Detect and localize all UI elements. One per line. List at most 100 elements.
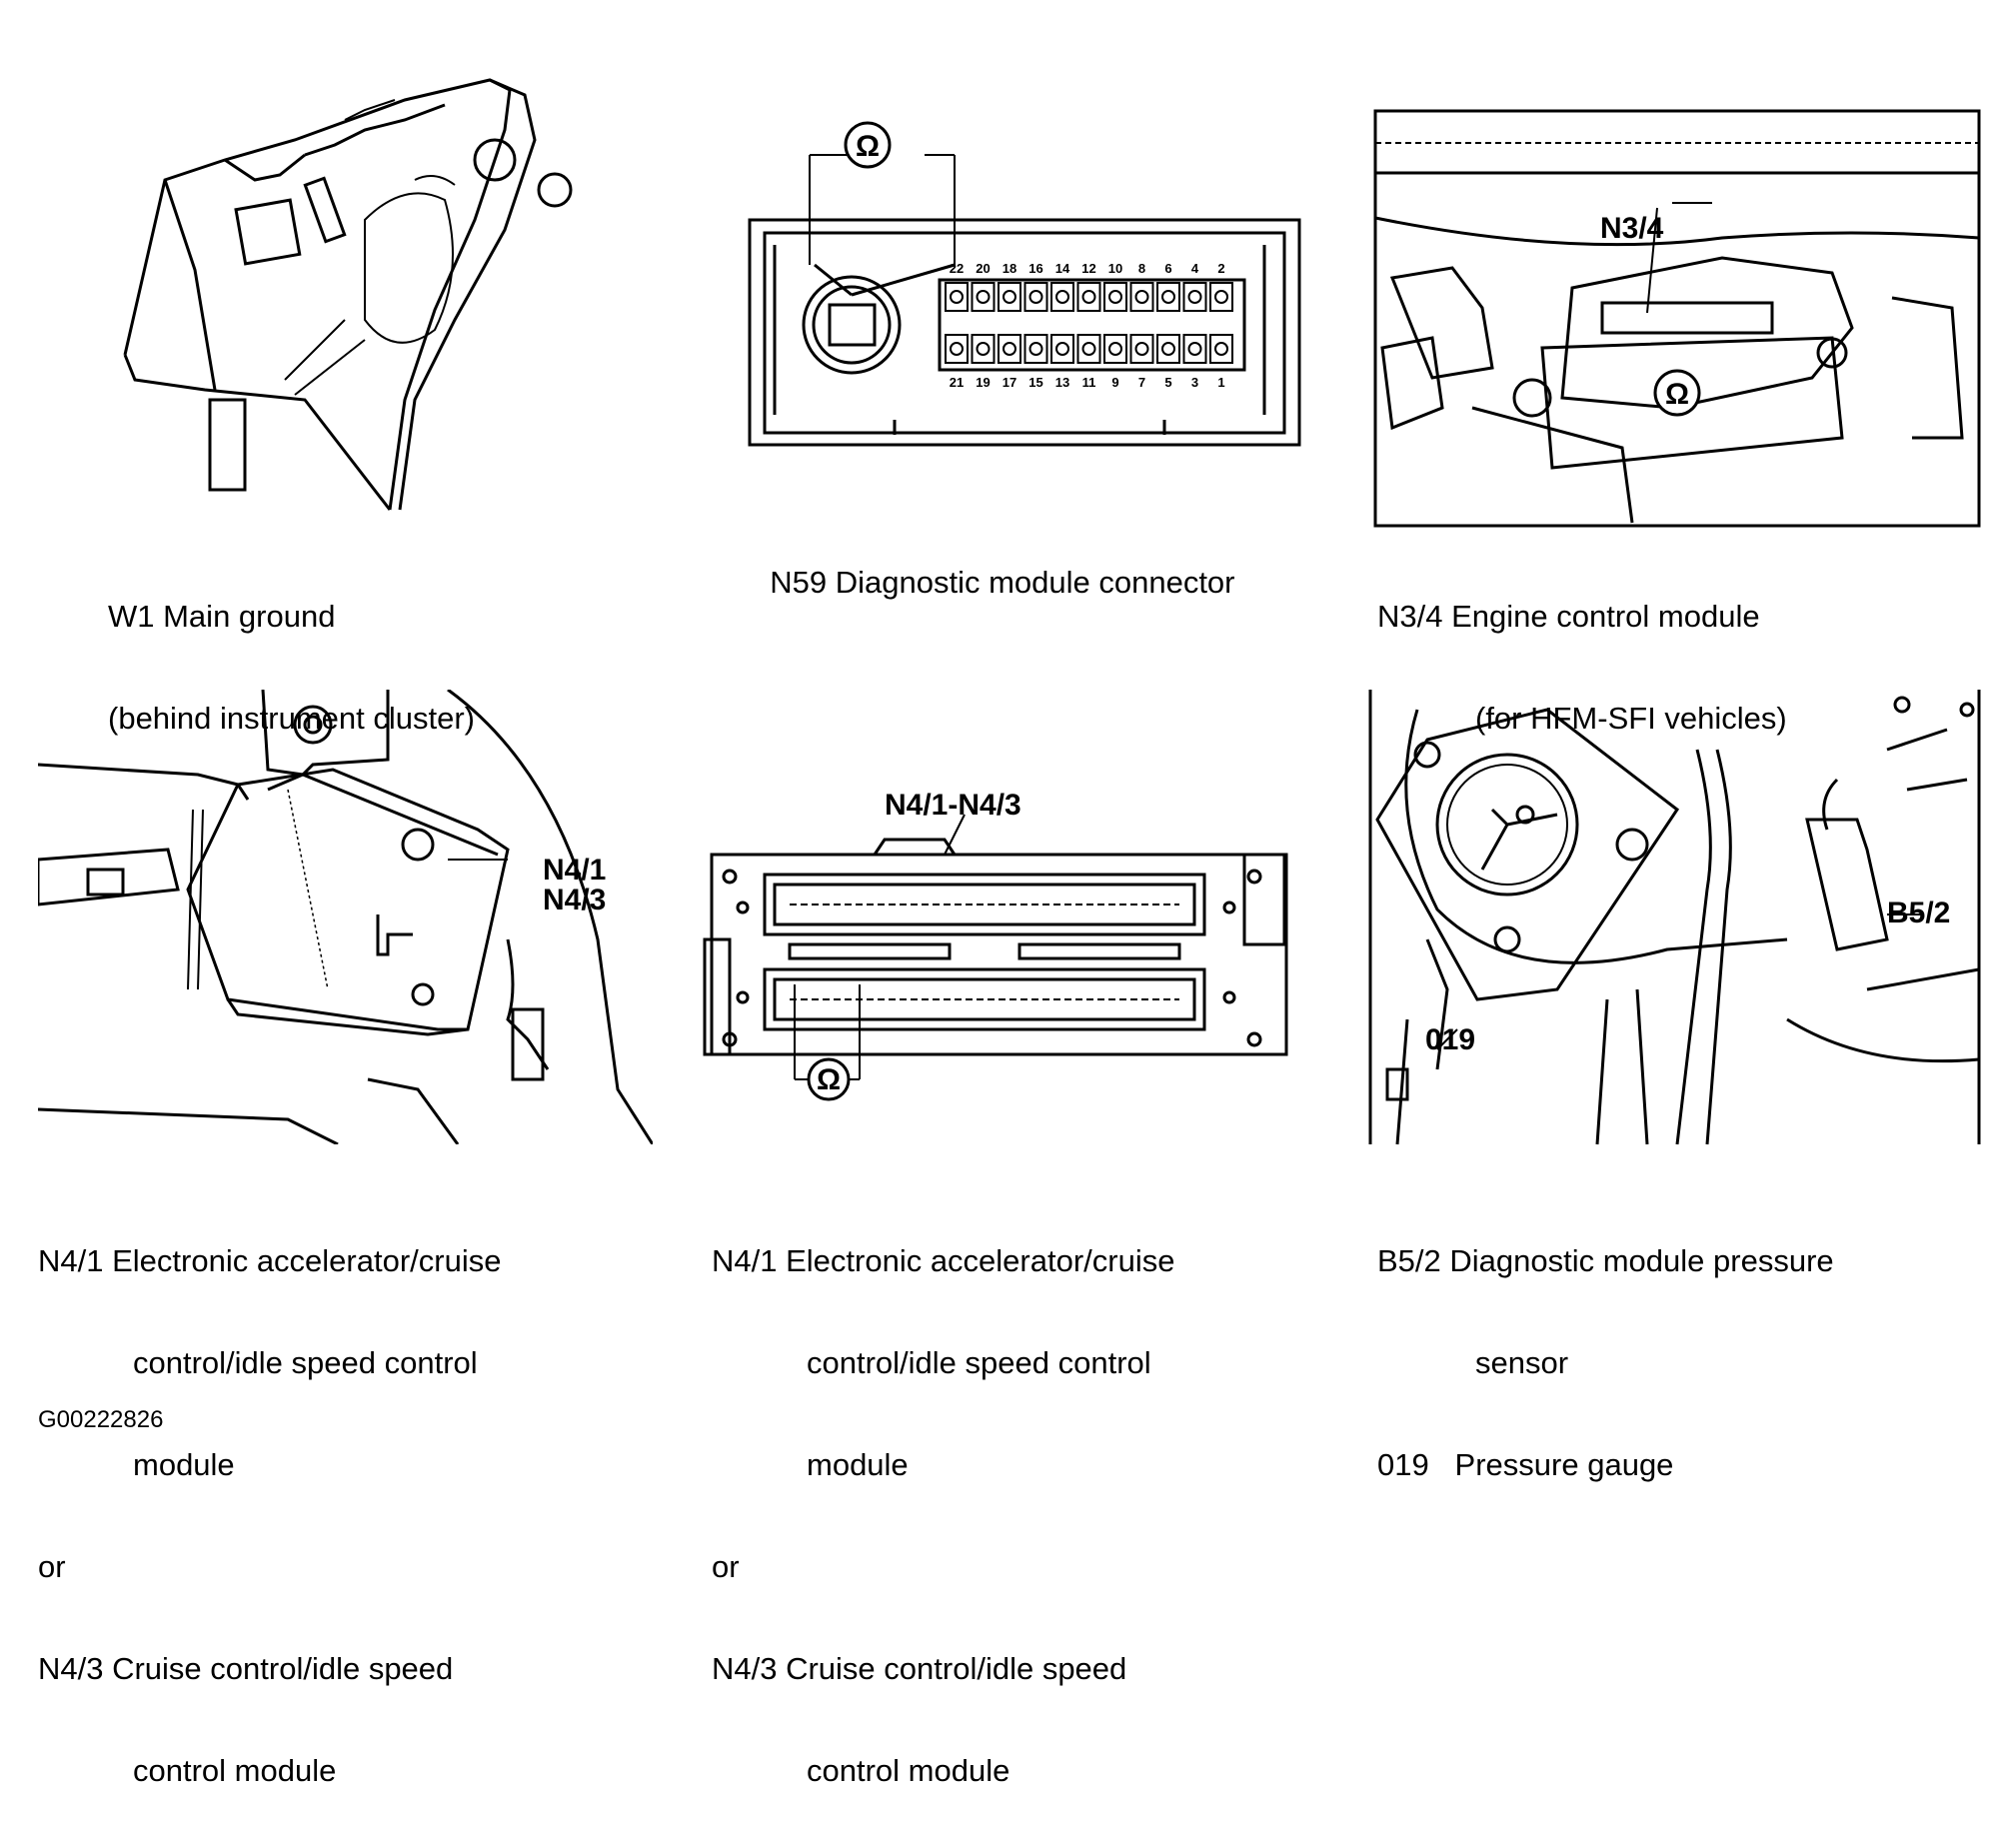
n34-caption-line1: N3/4 Engine control module	[1377, 599, 1760, 634]
pin-number-label: 22	[950, 261, 964, 276]
bottom-row-pin-socket	[976, 342, 991, 356]
bottom-row-pin-cell	[1156, 334, 1180, 364]
n43-callout-label: N4/3	[543, 884, 606, 916]
n41a-caption-l5: N4/3 Cruise control/idle speed	[38, 1651, 454, 1686]
ohm-symbol-label: Ω	[856, 130, 880, 163]
top-row-pin-socket	[1003, 290, 1016, 304]
bottom-row-pin-socket	[950, 342, 964, 356]
top-row-pin-cell	[1103, 282, 1127, 312]
ohm-meter-symbol	[844, 121, 892, 169]
n59-caption: N59 Diagnostic module connector	[753, 532, 1235, 600]
n41b-caption-l4: or	[712, 1549, 740, 1584]
bottom-row-pin-socket	[1003, 342, 1016, 356]
n41b-caption-l2: control/idle speed control	[807, 1345, 1151, 1380]
bottom-row-pin-cell	[945, 334, 969, 364]
pin-number-label: 12	[1081, 261, 1095, 276]
bottom-row-pin-cell	[998, 334, 1021, 364]
pin-number-label: 20	[976, 261, 990, 276]
n41b-caption: N4/1 Electronic accelerator/cruise contr…	[712, 1176, 1174, 1822]
engine-control-module-drawing: N3/4 Ω	[1373, 109, 1981, 528]
cruise-control-module-location-drawing: N4/1 N4/3	[38, 690, 653, 1144]
bottom-row-pin-socket	[1134, 342, 1149, 356]
bottom-row-pin-cell	[971, 334, 996, 364]
pin-number-label: 4	[1191, 261, 1199, 276]
pin-number-label: 19	[976, 375, 990, 390]
pin-number-label: 16	[1028, 261, 1042, 276]
b52-caption-line2: sensor	[1475, 1345, 1569, 1380]
ohm-symbol-label: Ω	[817, 1063, 841, 1096]
bottom-row-pin-socket	[1214, 342, 1228, 356]
pin-number-label: 17	[1003, 375, 1016, 390]
pressure-sensor-gauge-illustration: B5/2 019	[1367, 690, 1982, 1149]
top-row-pin-socket	[976, 290, 991, 304]
cruise-control-module-connector-illustration: N4/1-N4/3 Ω	[700, 785, 1299, 1104]
pin-number-label: 9	[1111, 375, 1118, 390]
bottom-row-pin-cell	[1076, 334, 1101, 364]
top-row-pin-cell	[998, 282, 1021, 312]
top-row-pin-cell	[1076, 282, 1101, 312]
top-row-pin-cell	[971, 282, 996, 312]
pin-number-label: 11	[1082, 375, 1096, 390]
top-row-pin-socket	[1161, 290, 1175, 304]
pressure-sensor-gauge-drawing: B5/2 019	[1368, 690, 1981, 1145]
bottom-row-pin-cell	[1209, 334, 1233, 364]
n41a-caption-l4: or	[38, 1549, 66, 1584]
top-row-pin-socket	[950, 290, 964, 304]
n41-callout-label: N4/1	[543, 854, 606, 887]
pin-number-label: 2	[1217, 261, 1224, 276]
pin-number-label: 10	[1108, 261, 1122, 276]
instrument-cluster-drawing	[123, 78, 573, 511]
top-row-pin-socket	[1081, 290, 1096, 304]
bottom-row-pin-socket	[1055, 342, 1069, 356]
instrument-cluster-illustration	[105, 70, 650, 515]
n41-n43-callout-label: N4/1-N4/3	[885, 789, 1021, 822]
bottom-row-pin-cell	[1182, 334, 1207, 364]
pin-number-label: 7	[1138, 375, 1145, 390]
n41b-caption-l3: module	[807, 1447, 909, 1482]
pin-number-label: 18	[1003, 261, 1016, 276]
b52-caption: B5/2 Diagnostic module pressure sensor 0…	[1377, 1176, 1834, 1516]
top-row-pin-socket	[1108, 290, 1122, 304]
n34-caption: N3/4 Engine control module (for HFM-SFI …	[1377, 532, 1787, 770]
bottom-row-pin-cell	[1103, 334, 1127, 364]
bottom-row-pin-cell	[1023, 334, 1048, 364]
w1-caption-line1: W1 Main ground	[108, 599, 336, 634]
n41b-caption-l1: N4/1 Electronic accelerator/cruise	[712, 1243, 1175, 1278]
pin-number-label: 3	[1191, 375, 1198, 390]
cruise-control-module-location-illustration: N4/1 N4/3	[38, 690, 653, 1144]
ohm-symbol-label: Ω	[1665, 378, 1689, 411]
pin-number-label: 6	[1164, 261, 1171, 276]
b52-caption-line1: B5/2 Diagnostic module pressure	[1377, 1243, 1834, 1278]
top-row-pin-socket	[1187, 290, 1202, 304]
bottom-row-pin-socket	[1187, 342, 1202, 356]
b52-callout-label: B5/2	[1887, 897, 1950, 929]
bottom-row-pin-socket	[1108, 342, 1122, 356]
pin-number-label: 21	[950, 375, 964, 390]
top-row-pin-cell	[1050, 282, 1074, 312]
top-row-pin-cell	[1129, 282, 1154, 312]
pin-number-label: 15	[1028, 375, 1042, 390]
top-row-pin-cell	[1023, 282, 1048, 312]
n41a-caption: N4/1 Electronic accelerator/cruise contr…	[38, 1176, 501, 1822]
n34-caption-line2: (for HFM-SFI vehicles)	[1475, 701, 1787, 736]
engine-control-module-illustration: N3/4 Ω	[1372, 108, 1982, 533]
n41a-caption-l1: N4/1 Electronic accelerator/cruise	[38, 1243, 502, 1278]
n41b-caption-l6: control module	[807, 1753, 1010, 1788]
gauge-019-callout-label: 019	[1425, 1023, 1475, 1056]
bottom-row-pin-socket	[1081, 342, 1096, 356]
w1-caption: W1 Main ground (behind instrument cluste…	[108, 532, 475, 770]
n41a-caption-l6: control module	[133, 1753, 337, 1788]
n34-callout-label: N3/4	[1600, 212, 1664, 245]
bottom-row-pin-socket	[1161, 342, 1175, 356]
ohm-meter-symbol	[807, 1057, 851, 1101]
n41a-caption-l2: control/idle speed control	[133, 1345, 478, 1380]
pin-number-label: 8	[1138, 261, 1145, 276]
bottom-row-pin-cell	[1050, 334, 1074, 364]
bottom-row-pin-cell	[1129, 334, 1154, 364]
n59-caption-line: N59 Diagnostic module connector	[770, 565, 1235, 600]
top-row-pin-socket	[1055, 290, 1069, 304]
cruise-control-module-connector-drawing: N4/1-N4/3 Ω	[703, 789, 1288, 1101]
top-row-pin-socket	[1134, 290, 1149, 304]
